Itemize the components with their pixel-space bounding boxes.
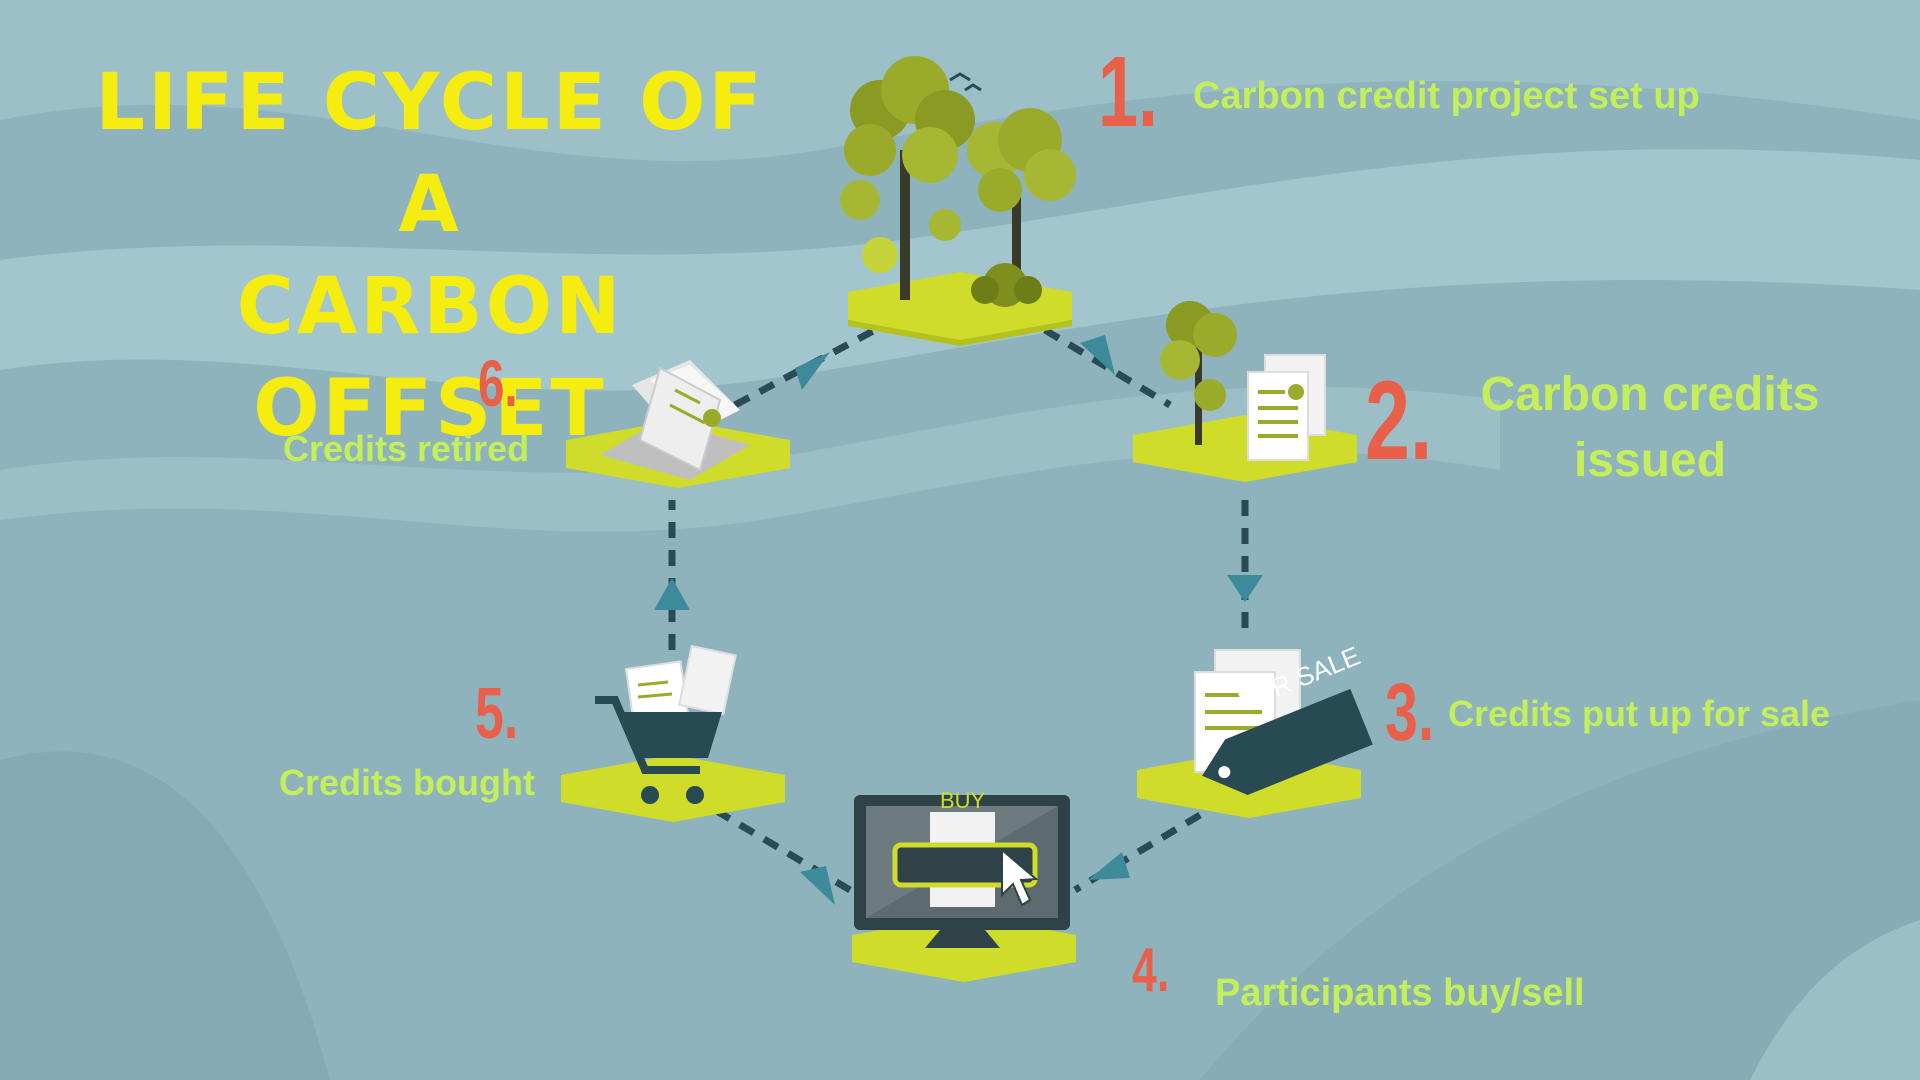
step-3-label: Credits put up for sale	[1448, 693, 1831, 734]
step-4-label: Participants buy/sell	[1215, 972, 1585, 1014]
step-2-number: 2.	[1365, 358, 1433, 483]
screen-text: BUY	[940, 788, 986, 813]
title-line-2: CARBON OFFSET	[236, 262, 624, 454]
step-4-number: 4.	[1132, 936, 1170, 1005]
step-2-label-line-2: issued	[1573, 434, 1727, 487]
arrow-1-to-2-line	[1043, 326, 1172, 409]
step-6-label: Credits retired	[283, 428, 530, 469]
step-1-label: Carbon credit project set up	[1193, 75, 1700, 117]
arrowhead-1-to-2	[1080, 335, 1115, 375]
step-1-number: 1.	[1098, 36, 1159, 148]
arrowhead-3-to-4	[1088, 852, 1130, 880]
step-3-number: 3.	[1385, 667, 1435, 758]
arrowhead-6-to-1	[795, 352, 830, 390]
step-2-label: Carbon credits issued	[1470, 362, 1830, 494]
arrowhead-2-to-3	[1227, 575, 1263, 602]
step-5-label: Credits bought	[279, 762, 535, 803]
step-2-label-line-1: Carbon credits	[1480, 368, 1820, 421]
page-title: LIFE CYCLE OF A CARBON OFFSET	[70, 52, 790, 460]
arrowhead-5-to-6	[654, 578, 690, 610]
title-line-1: LIFE CYCLE OF A	[95, 58, 765, 250]
step-6-number: 6.	[478, 346, 518, 420]
arrowhead-4-to-5	[800, 866, 835, 905]
step-5-number: 5.	[475, 674, 519, 754]
